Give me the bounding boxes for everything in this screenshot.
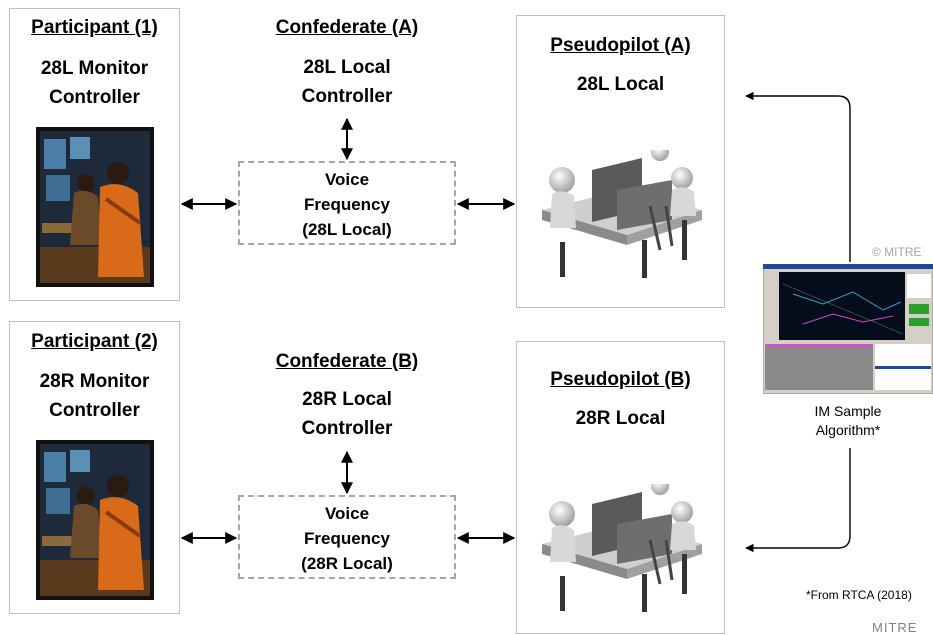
controller-image-1: [36, 127, 154, 287]
pseudopilot-workstation-image-a: [542, 150, 702, 278]
footnote: *From RTCA (2018): [806, 588, 912, 602]
voice-frequency-b-box: Voice Frequency (28R Local): [238, 495, 456, 579]
participant-1-title: Participant (1): [31, 17, 158, 38]
copyright-label: © MITRE: [872, 245, 922, 259]
arrow-algorithm-pseudopilotB: [745, 448, 851, 553]
pseudopilot-a-title: Pseudopilot (A): [550, 35, 691, 56]
pseudopilot-b-title: Pseudopilot (B): [550, 369, 691, 390]
pseudopilot-a-box: [516, 15, 725, 308]
arrow-algorithm-pseudopilotA: [745, 91, 851, 262]
confederate-a-title: Confederate (A): [275, 17, 419, 38]
algorithm-screenshot-image: [763, 264, 933, 394]
mitre-logo-text: MITRE: [872, 620, 918, 635]
controller-image-2: [36, 440, 154, 600]
confederate-b-role: 28R Local Controller: [301, 389, 393, 439]
pseudopilot-workstation-image-b: [542, 484, 702, 612]
confederate-a-role: 28L Local Controller: [301, 57, 393, 107]
pseudopilot-b-box: [516, 341, 725, 634]
participant-1-role: 28L Monitor Controller: [40, 58, 149, 108]
participant-2-role: 28R Monitor Controller: [39, 371, 150, 421]
confederate-b-title: Confederate (B): [275, 351, 419, 372]
voice-frequency-a-box: Voice Frequency (28L Local): [238, 161, 456, 245]
pseudopilot-a-position: 28L Local: [576, 74, 665, 95]
participant-2-title: Participant (2): [31, 331, 158, 352]
pseudopilot-b-position: 28R Local: [575, 408, 666, 429]
algorithm-label: IM Sample Algorithm*: [814, 403, 882, 438]
